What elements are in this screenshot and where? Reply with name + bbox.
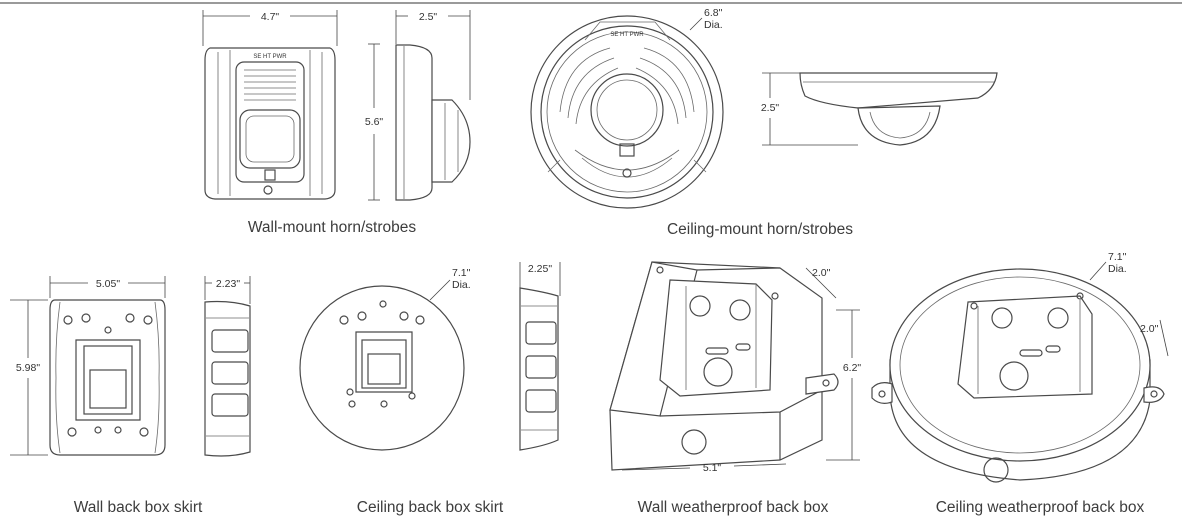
caption-wall-mount: Wall-mount horn/strobes: [248, 219, 417, 236]
dim-wall-wp-depth: 2.0": [805, 267, 837, 299]
svg-text:2.0": 2.0": [1140, 323, 1159, 335]
caption-ceiling-mount: Ceiling-mount horn/strobes: [667, 221, 853, 238]
dim-ceiling-wp-dia: 7.1" Dia.: [1089, 251, 1127, 281]
dim-ceiling-mount-dia: 6.8" Dia.: [689, 7, 723, 31]
dim-ceiling-wp-depth: 2.0": [1140, 319, 1169, 357]
dim-wall-mount-height: 5.6": [365, 43, 384, 201]
dim-wall-skirt-depth: 2.23": [204, 276, 251, 304]
dim-wall-skirt-width: 5.05": [49, 276, 166, 298]
dim-wall-mount-width: 4.7": [202, 10, 338, 46]
svg-text:2.5": 2.5": [761, 102, 780, 114]
svg-text:5.6": 5.6": [365, 116, 384, 128]
svg-text:Dia.: Dia.: [452, 279, 471, 291]
wall-weatherproof-box: [609, 261, 839, 471]
svg-text:Dia.: Dia.: [704, 19, 723, 31]
ceiling-mount-top-view: SE HT PWR: [530, 15, 724, 209]
dim-wall-mount-depth: 2.5": [395, 10, 471, 100]
caption-ceiling-skirt: Ceiling back box skirt: [357, 499, 504, 516]
dim-ceiling-skirt-dia: 7.1" Dia.: [429, 267, 471, 301]
unit-header-text: SE HT PWR: [253, 54, 287, 60]
dim-ceiling-mount-depth: 2.5": [761, 72, 858, 146]
wall-skirt-front-view: [49, 299, 166, 456]
dim-ceiling-skirt-depth: 2.25": [519, 262, 561, 296]
dim-wall-skirt-height: 5.98": [10, 299, 48, 456]
dim-wall-wp-width: 5.1": [621, 462, 787, 474]
svg-text:6.8": 6.8": [704, 7, 723, 19]
svg-text:5.1": 5.1": [703, 462, 722, 474]
svg-text:7.1": 7.1": [1108, 251, 1127, 263]
svg-text:2.25": 2.25": [528, 263, 552, 275]
caption-ceiling-weatherproof: Ceiling weatherproof back box: [936, 499, 1145, 516]
svg-text:2.5": 2.5": [419, 11, 438, 23]
ceiling-mount-side-view: [799, 72, 998, 146]
svg-text:6.2": 6.2": [843, 362, 862, 374]
svg-text:2.0": 2.0": [812, 267, 831, 279]
caption-wall-skirt: Wall back box skirt: [74, 499, 203, 516]
svg-text:SE HT PWR: SE HT PWR: [610, 32, 644, 38]
svg-text:Dia.: Dia.: [1108, 263, 1127, 275]
svg-text:4.7": 4.7": [261, 11, 280, 23]
ceiling-weatherproof-box: [871, 268, 1165, 483]
wall-skirt-side-view: [204, 300, 251, 457]
wall-mount-front-view: SE HT PWR: [204, 47, 336, 200]
svg-text:7.1": 7.1": [452, 267, 471, 279]
ceiling-skirt-top-view: [299, 285, 465, 451]
svg-text:2.23": 2.23": [216, 278, 240, 290]
caption-wall-weatherproof: Wall weatherproof back box: [638, 499, 829, 516]
svg-text:5.98": 5.98": [16, 362, 40, 374]
wall-mount-side-view: [395, 44, 471, 201]
svg-text:5.05": 5.05": [96, 278, 120, 290]
dim-wall-wp-height: 6.2": [826, 309, 862, 461]
ceiling-skirt-side-view: [519, 287, 559, 451]
